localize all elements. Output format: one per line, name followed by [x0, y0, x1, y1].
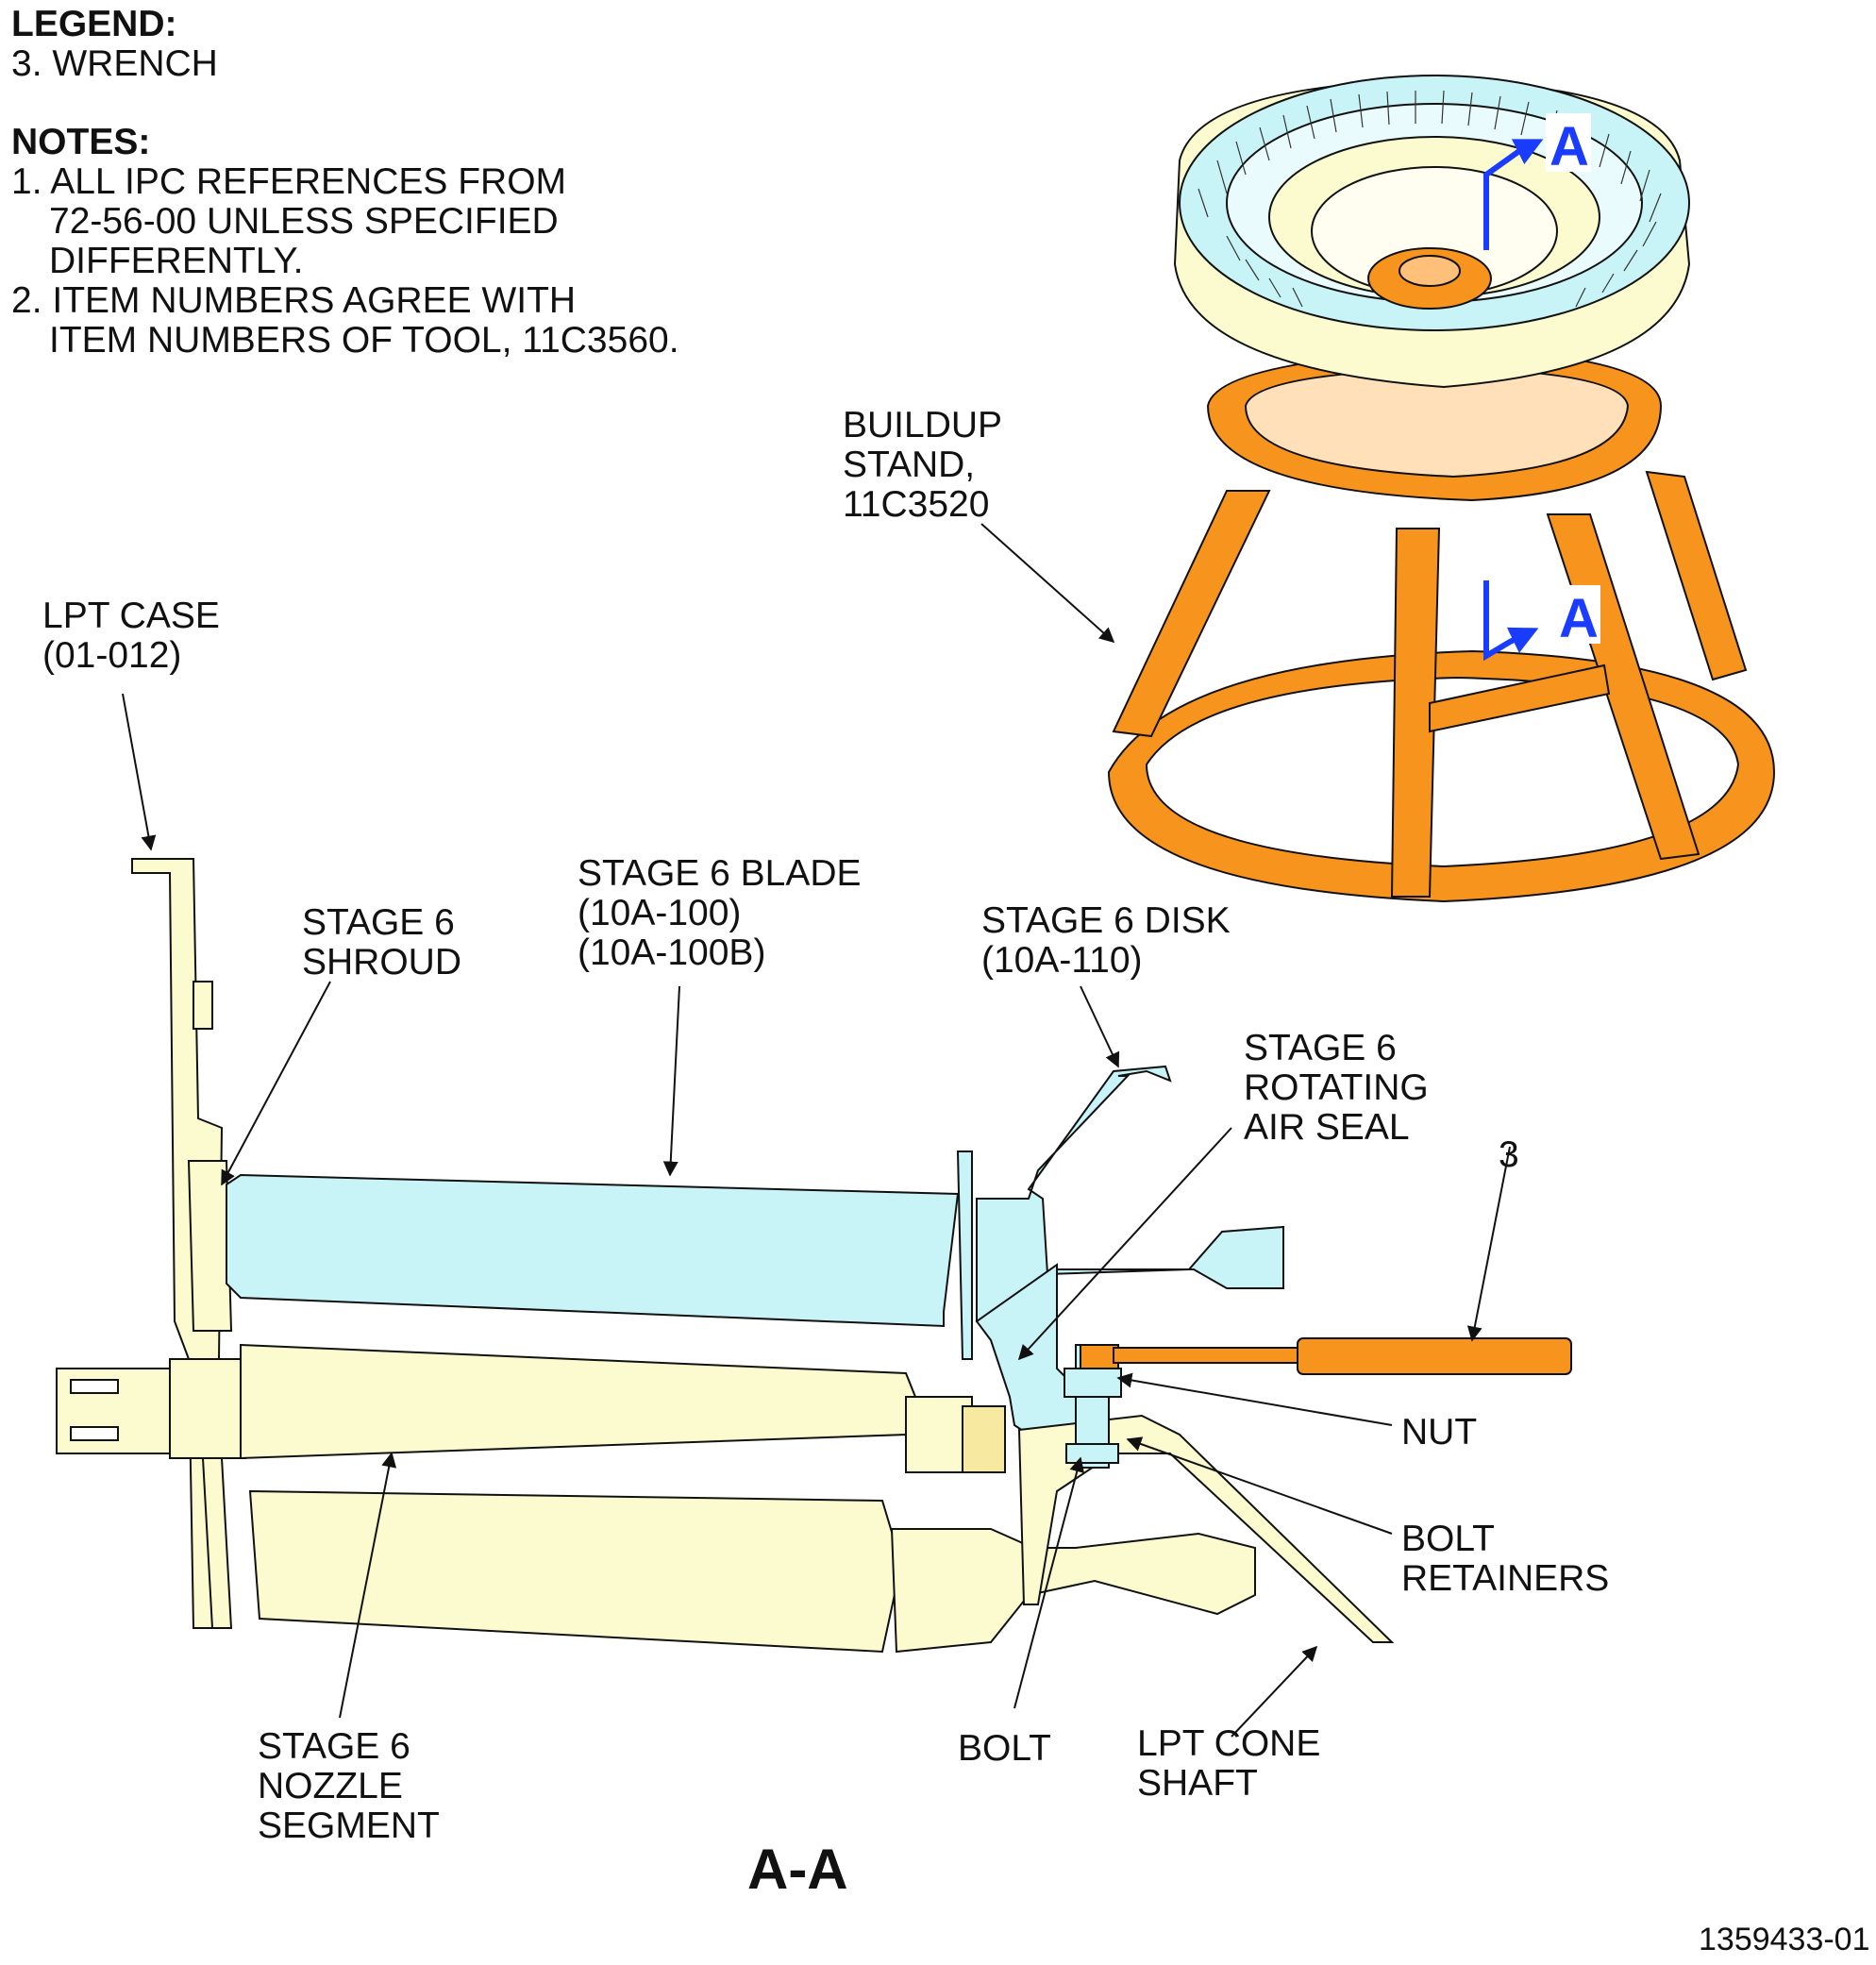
section-title: A-A [747, 1838, 848, 1901]
callout-stage6-rotating-air-seal: STAGE 6 ROTATING AIR SEAL [1244, 1029, 1429, 1148]
notes-block: NOTES: 1. ALL IPC REFERENCES FROM 72-56-… [11, 123, 679, 361]
callout-stage6-disk: STAGE 6 DISK (10A-110) [981, 901, 1231, 981]
callout-lpt-cone-shaft: LPT CONE SHAFT [1137, 1724, 1320, 1804]
buildup-stand-illustration [1107, 75, 1776, 903]
callout-buildup-stand-line: STAND, [843, 445, 976, 485]
callout-stage6-blade-line: (10A-100) [578, 893, 742, 933]
callout-stage6-disk-line: (10A-110) [981, 940, 1143, 981]
lpt-case-section [56, 858, 246, 1629]
callout-stage6-disk-line: STAGE 6 DISK [981, 900, 1231, 941]
callout-stage6-shroud: STAGE 6 SHROUD [302, 903, 461, 982]
callout-buildup-stand: BUILDUP STAND, 11C3520 [843, 406, 1002, 525]
callout-stage6-blade-line: (10A-100B) [578, 932, 766, 973]
section-marker-lower: A [1559, 588, 1599, 649]
callout-buildup-stand-line: 11C3520 [843, 484, 990, 525]
callout-lpt-case-line: LPT CASE [42, 596, 220, 636]
callout-lpt-case: LPT CASE (01-012) [42, 596, 220, 676]
leader-lines [122, 523, 1511, 1738]
callout-bolt: BOLT [958, 1728, 1051, 1769]
callout-nozzle-line: STAGE 6 [258, 1726, 410, 1767]
stage6-shroud-section [187, 1160, 233, 1332]
callout-wrench-item-number: 3 [1499, 1134, 1519, 1175]
notes-title: NOTES: [11, 122, 151, 162]
legend-title: LEGEND: [11, 4, 177, 44]
note-1-line-1: 1. ALL IPC REFERENCES FROM [11, 161, 567, 202]
callout-air-seal-line: STAGE 6 [1244, 1028, 1397, 1068]
callout-stage6-nozzle-segment: STAGE 6 NOZZLE SEGMENT [258, 1727, 440, 1846]
callout-stage6-blade: STAGE 6 BLADE (10A-100) (10A-100B) [578, 854, 862, 973]
callout-air-seal-line: ROTATING [1244, 1067, 1429, 1108]
stage6-blade-section [226, 1065, 1284, 1465]
callout-air-seal-line: AIR SEAL [1244, 1107, 1410, 1148]
lpt-cone-shaft-section [1017, 1414, 1395, 1643]
section-marker-upper: A [1549, 116, 1589, 177]
note-2-line-1: 2. ITEM NUMBERS AGREE WITH [11, 280, 577, 321]
stage6-nozzle-section [240, 1343, 1256, 1654]
callout-buildup-stand-line: BUILDUP [843, 405, 1003, 445]
callout-bolt-retainers: BOLT RETAINERS [1401, 1520, 1609, 1599]
callout-stage6-blade-line: STAGE 6 BLADE [578, 853, 862, 894]
note-1-line-3: DIFFERENTLY. [49, 241, 304, 281]
callout-bolt-retainers-line: BOLT [1401, 1519, 1495, 1559]
callout-nut: NUT [1401, 1412, 1478, 1453]
callout-lpt-case-line: (01-012) [42, 635, 182, 676]
callout-nozzle-line: NOZZLE [258, 1766, 403, 1806]
callout-stage6-shroud-line: STAGE 6 [302, 902, 455, 943]
legend-item: 3. WRENCH [11, 43, 218, 84]
section-arrow-lower [1483, 580, 1539, 662]
section-arrow-upper [1483, 139, 1544, 250]
legend-block: LEGEND: 3. WRENCH [11, 5, 218, 84]
callout-lpt-cone-shaft-line: LPT CONE [1137, 1723, 1321, 1764]
note-2-line-2: ITEM NUMBERS OF TOOL, 11C3560. [49, 320, 679, 361]
callout-nozzle-line: SEGMENT [258, 1805, 440, 1846]
callout-stage6-shroud-line: SHROUD [302, 942, 462, 982]
callout-bolt-retainers-line: RETAINERS [1401, 1558, 1610, 1599]
callout-lpt-cone-shaft-line: SHAFT [1137, 1763, 1258, 1804]
wrench-illustration [1080, 1337, 1572, 1375]
note-1-line-2: 72-56-00 UNLESS SPECIFIED [49, 201, 559, 242]
figure-number: 1359433-01 [1699, 1922, 1870, 1957]
